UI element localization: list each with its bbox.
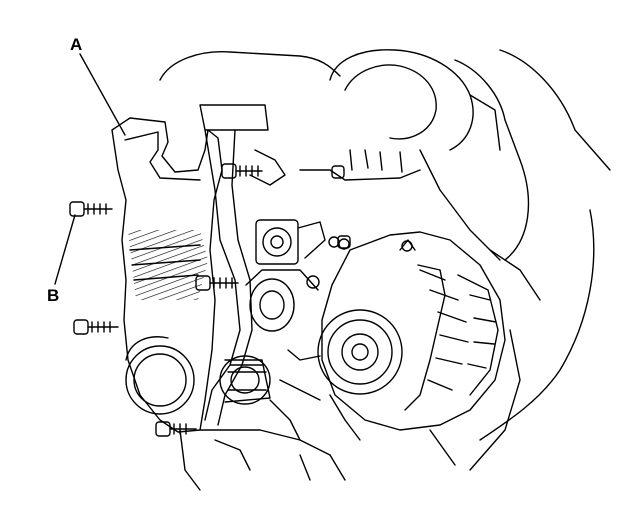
bolt-cover-bottom <box>155 421 197 437</box>
upper-bracket <box>199 104 286 426</box>
tensioner-pulley <box>245 219 350 332</box>
timing-cover-a <box>111 117 223 433</box>
crankshaft-pulley <box>219 355 271 405</box>
engine-block-outline <box>159 49 611 471</box>
leader-line-a <box>79 53 126 136</box>
alternator <box>317 231 506 466</box>
leader-line-b <box>54 214 76 285</box>
bolt-b <box>69 201 113 217</box>
bolt-cylinder-head <box>331 165 351 249</box>
callout-label-a: A <box>70 35 83 54</box>
bolt-middle-bracket <box>195 275 239 291</box>
bolt-top-bracket <box>221 163 263 179</box>
bolt-cover-left <box>73 319 119 335</box>
callout-label-b: B <box>47 286 60 305</box>
lower-block-outline <box>179 349 346 491</box>
